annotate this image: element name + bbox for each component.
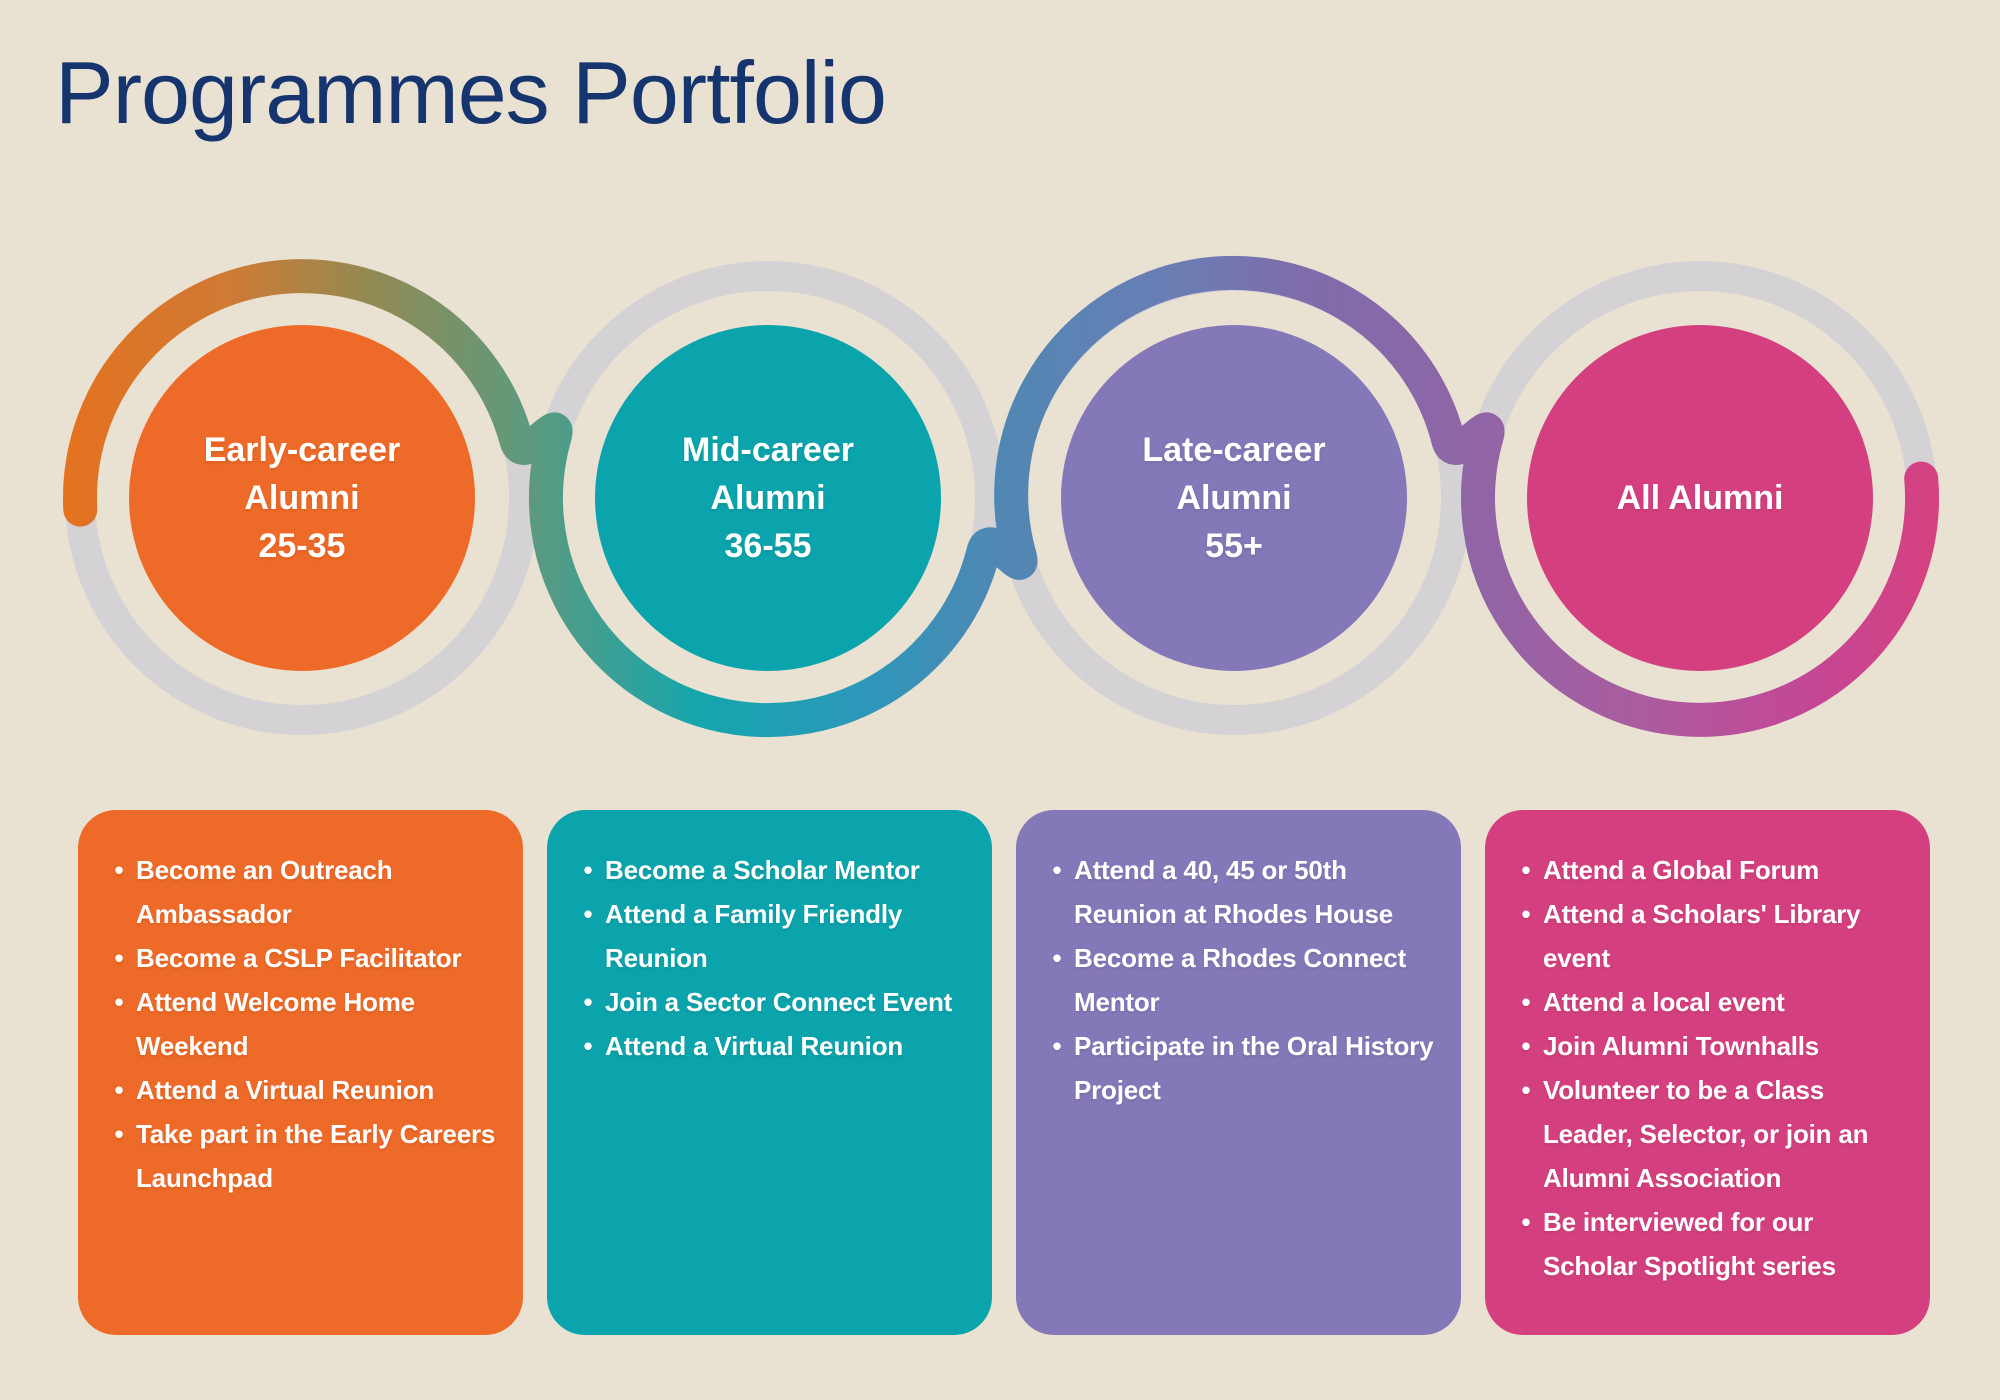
activity-item: • Attend a Scholars' Library event	[1509, 892, 1904, 980]
activity-item: • Attend a 40, 45 or 50th Reunion at Rho…	[1040, 848, 1435, 936]
activities-card-early-career: • Become an Outreach Ambassador • Become…	[78, 810, 523, 1335]
activity-item: • Volunteer to be a Class Leader, Select…	[1509, 1068, 1904, 1200]
activity-text: Attend a Family Friendly Reunion	[605, 899, 903, 973]
activity-item: • Join Alumni Townhalls	[1509, 1024, 1904, 1068]
bullet-icon: •	[1521, 1075, 1531, 1105]
bullet-icon: •	[1521, 899, 1531, 929]
stage-circle-mid-career: Mid-career Alumni 36-55	[595, 325, 941, 671]
activity-item: • Become a CSLP Facilitator	[102, 936, 497, 980]
activity-text: Attend a Scholars' Library event	[1543, 899, 1861, 973]
activity-text: Become a CSLP Facilitator	[136, 943, 462, 973]
serpentine-gradient-path	[63, 255, 1939, 738]
bullet-icon: •	[1052, 1031, 1062, 1061]
activity-text: Be interviewed for our Scholar Spotlight…	[1543, 1207, 1836, 1281]
activity-text: Attend a Global Forum	[1543, 855, 1820, 885]
activity-item: • Take part in the Early Careers Launchp…	[102, 1112, 497, 1200]
stage-circle-label: Late-career Alumni 55+	[1142, 430, 1326, 566]
stage-circle-label: Mid-career Alumni 36-55	[682, 430, 854, 566]
activities-list: • Become a Scholar Mentor • Attend a Fam…	[571, 848, 966, 1068]
stage-circle-early-career: Early-career Alumni 25-35	[129, 325, 475, 671]
activity-text: Attend a Virtual Reunion	[136, 1075, 435, 1105]
bullet-icon: •	[1521, 855, 1531, 885]
activity-text: Participate in the Oral History Project	[1074, 1031, 1434, 1105]
bullet-icon: •	[114, 1075, 124, 1105]
stage-circle-label: All Alumni	[1616, 478, 1784, 517]
activity-item: • Attend Welcome Home Weekend	[102, 980, 497, 1068]
activity-text: Take part in the Early Careers Launchpad	[136, 1119, 496, 1193]
bullet-icon: •	[583, 855, 593, 885]
bullet-icon: •	[1052, 855, 1062, 885]
activity-text: Become a Scholar Mentor	[605, 855, 920, 885]
activities-card-mid-career: • Become a Scholar Mentor • Attend a Fam…	[547, 810, 992, 1335]
bullet-icon: •	[583, 987, 593, 1017]
bullet-icon: •	[1521, 1207, 1531, 1237]
bullet-icon: •	[114, 987, 124, 1017]
activity-text: Volunteer to be a Class Leader, Selector…	[1543, 1075, 1869, 1193]
stage-circle-all-alumni: All Alumni	[1527, 325, 1873, 671]
bullet-icon: •	[114, 855, 124, 885]
activity-item: • Attend a Virtual Reunion	[102, 1068, 497, 1112]
activity-item: • Attend a local event	[1509, 980, 1904, 1024]
bullet-icon: •	[1521, 987, 1531, 1017]
activity-text: Attend a Virtual Reunion	[605, 1031, 904, 1061]
activity-item: • Become a Scholar Mentor	[571, 848, 966, 892]
bullet-icon: •	[583, 1031, 593, 1061]
bullet-icon: •	[114, 1119, 124, 1149]
activity-item: • Participate in the Oral History Projec…	[1040, 1024, 1435, 1112]
page-title: Programmes Portfolio	[55, 43, 887, 142]
activity-text: Attend a local event	[1543, 987, 1785, 1017]
activity-text: Become an Outreach Ambassador	[136, 855, 393, 929]
activity-item: • Be interviewed for our Scholar Spotlig…	[1509, 1200, 1904, 1288]
activities-card-late-career: • Attend a 40, 45 or 50th Reunion at Rho…	[1016, 810, 1461, 1335]
bullet-icon: •	[1521, 1031, 1531, 1061]
bullet-icon: •	[1052, 943, 1062, 973]
activities-list: • Become an Outreach Ambassador • Become…	[102, 848, 497, 1200]
bullet-icon: •	[114, 943, 124, 973]
activity-item: • Attend a Virtual Reunion	[571, 1024, 966, 1068]
activity-text: Become a Rhodes Connect Mentor	[1074, 943, 1407, 1017]
activities-card-all-alumni: • Attend a Global Forum • Attend a Schol…	[1485, 810, 1930, 1335]
stage-circle-label: Early-career Alumni 25-35	[203, 430, 401, 566]
bullet-icon: •	[583, 899, 593, 929]
activity-item: • Become a Rhodes Connect Mentor	[1040, 936, 1435, 1024]
activity-text: Attend Welcome Home Weekend	[136, 987, 415, 1061]
activities-list: • Attend a 40, 45 or 50th Reunion at Rho…	[1040, 848, 1435, 1112]
activity-item: • Become an Outreach Ambassador	[102, 848, 497, 936]
activity-text: Join Alumni Townhalls	[1543, 1031, 1820, 1061]
activity-item: • Attend a Family Friendly Reunion	[571, 892, 966, 980]
stage-circle-late-career: Late-career Alumni 55+	[1061, 325, 1407, 671]
activity-item: • Attend a Global Forum	[1509, 848, 1904, 892]
activity-text: Attend a 40, 45 or 50th Reunion at Rhode…	[1074, 855, 1393, 929]
activity-item: • Join a Sector Connect Event	[571, 980, 966, 1024]
activity-text: Join a Sector Connect Event	[605, 987, 953, 1017]
activities-list: • Attend a Global Forum • Attend a Schol…	[1509, 848, 1904, 1288]
